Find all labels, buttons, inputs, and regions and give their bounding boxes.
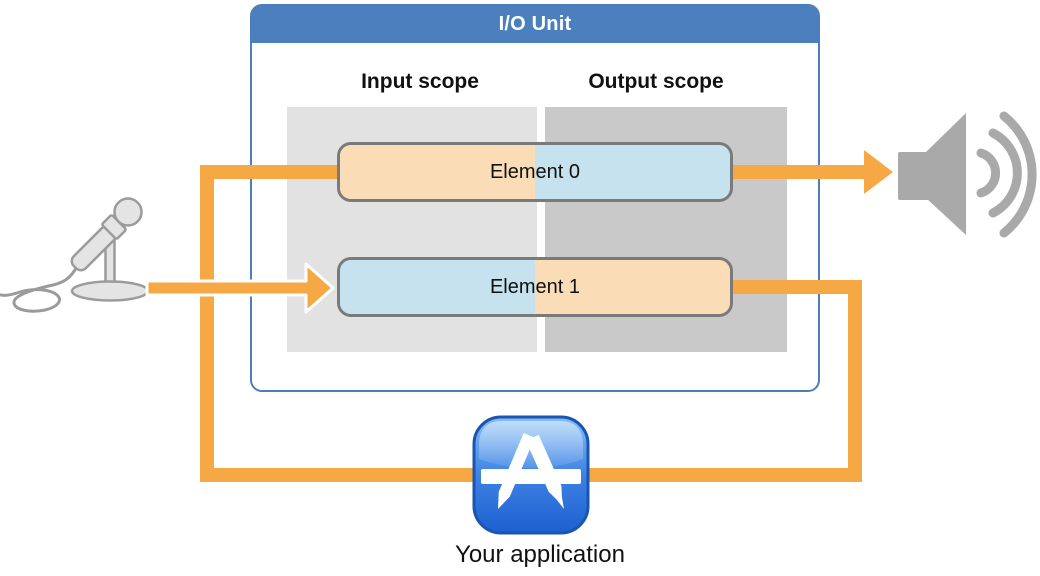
element-0-input-half xyxy=(340,145,535,199)
io-unit-title: I/O Unit xyxy=(498,13,572,35)
pen-glyph xyxy=(525,434,564,509)
element-0-output-half xyxy=(535,145,730,199)
speaker-icon xyxy=(898,111,1037,238)
input-scope-label: Input scope xyxy=(361,70,479,93)
microphone-icon xyxy=(0,197,150,313)
element-1: Element 1 xyxy=(337,257,733,317)
element0-to-speaker-arrowhead xyxy=(864,150,893,194)
element-1-label: Element 1 xyxy=(489,275,581,298)
mic-to-element1-arrow xyxy=(145,262,335,314)
pencil-glyph xyxy=(498,433,535,509)
your-application-label: Your application xyxy=(455,541,625,568)
element-1-output-half xyxy=(535,260,730,314)
element-0-label: Element 0 xyxy=(489,160,581,183)
app-store-icon xyxy=(472,415,590,535)
io-unit-header: I/O Unit xyxy=(252,6,818,43)
output-scope-label: Output scope xyxy=(588,70,724,93)
element-1-input-half xyxy=(340,260,535,314)
element-0: Element 0 xyxy=(337,142,733,202)
